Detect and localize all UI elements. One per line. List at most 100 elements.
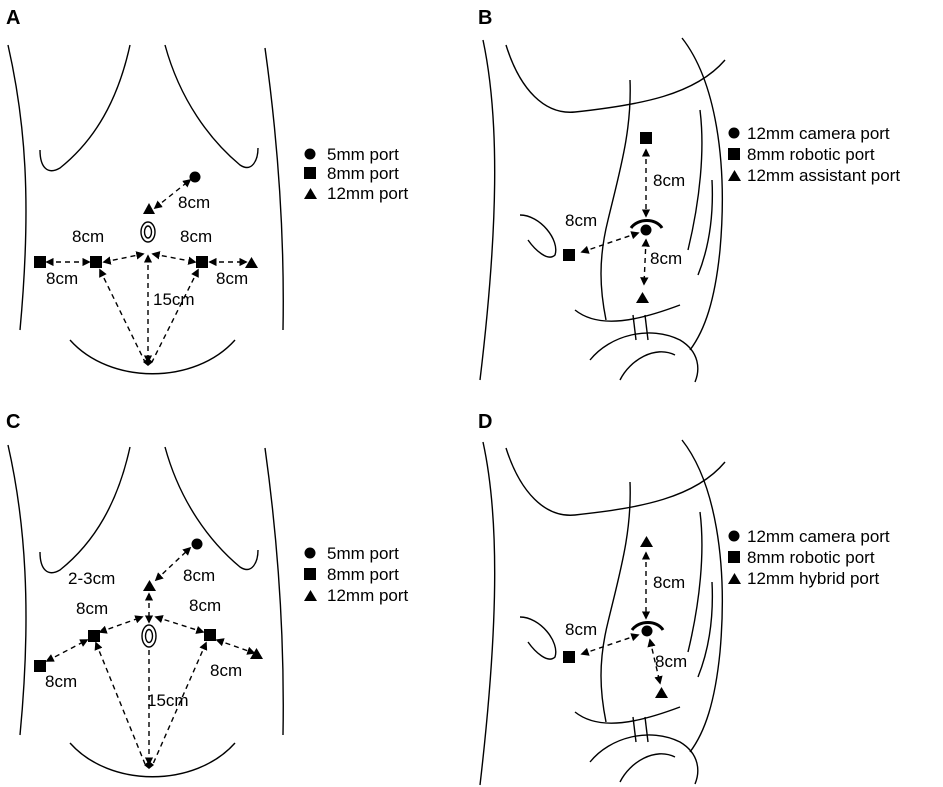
port-8mm-icon <box>204 629 216 641</box>
connector-c-3 <box>100 617 142 632</box>
umbilicus-inner-c <box>146 630 153 643</box>
distance-label: 8cm <box>180 227 212 246</box>
leg-line-d <box>620 754 675 782</box>
port-8mm-icon <box>196 256 208 268</box>
distance-label: 8cm <box>216 269 248 288</box>
distance-label: 8cm <box>650 249 682 268</box>
back-line-d <box>682 440 722 752</box>
legend-square-icon <box>728 551 740 563</box>
legend-circle-icon <box>305 548 316 559</box>
legend-triangle-icon <box>304 188 317 199</box>
legend-label: 8mm port <box>327 565 399 584</box>
robotic-port-icon <box>640 132 652 144</box>
connector-a-3 <box>104 254 143 262</box>
distance-label: 8cm <box>183 566 215 585</box>
port-12mm-icon <box>143 203 155 214</box>
rib-margin-a <box>40 45 130 171</box>
legend-a: 5mm port 8mm port 12mm port <box>304 145 409 203</box>
distance-label: 8cm <box>178 193 210 212</box>
rib-margin-c-right <box>165 447 258 569</box>
cord-d-2 <box>645 717 648 742</box>
pubic-line-c <box>70 743 235 777</box>
legend-c: 5mm port 8mm port 12mm port <box>304 544 409 605</box>
legend-label: 12mm hybrid port <box>747 569 880 588</box>
distance-label: 8cm <box>653 573 685 592</box>
legend-label: 12mm port <box>327 586 409 605</box>
rib-line-b-1 <box>601 80 630 320</box>
legend-label: 8mm robotic port <box>747 548 875 567</box>
port-5mm-icon <box>190 172 201 183</box>
torso-outline-c <box>8 445 26 735</box>
connector-a-7 <box>100 270 145 362</box>
camera-port-icon <box>641 225 652 236</box>
distance-label: 15cm <box>147 691 189 710</box>
hip-crest-b <box>520 215 556 257</box>
robotic-port-icon <box>563 651 575 663</box>
body-outline-b <box>480 40 495 380</box>
pubis-point-c <box>144 761 154 769</box>
legend-label: 8mm port <box>327 164 399 183</box>
leg-line-b <box>620 352 675 380</box>
distance-label: 8cm <box>76 599 108 618</box>
distance-label: 8cm <box>46 269 78 288</box>
port-5mm-icon <box>192 539 203 550</box>
legend-label: 12mm assistant port <box>747 166 900 185</box>
pubic-line-a <box>70 340 235 374</box>
rib-line-b-2 <box>688 110 702 250</box>
torso-outline-a-right <box>265 48 283 330</box>
body-outline-d <box>480 442 495 785</box>
distance-label: 15cm <box>153 290 195 309</box>
port-12mm-icon <box>250 648 263 659</box>
rib-margin-c <box>40 447 130 573</box>
distance-label: 8cm <box>565 620 597 639</box>
legend-label: 12mm camera port <box>747 124 890 143</box>
panel-b: B 8cm 8cm 8cm 12mm camera port <box>478 7 900 382</box>
legend-label: 12mm camera port <box>747 527 890 546</box>
legend-circle-icon <box>729 128 740 139</box>
connector-a-4 <box>153 254 195 262</box>
connector-a-8 <box>152 270 198 362</box>
rib-line-d-3 <box>698 582 712 677</box>
rib-line-d-2 <box>688 512 702 652</box>
legend-triangle-icon <box>728 573 741 584</box>
chest-line-d <box>506 448 725 515</box>
inguinal-line-d <box>575 707 680 723</box>
legend-d: 12mm camera port 8mm robotic port 12mm h… <box>728 527 890 588</box>
port-12mm-icon <box>143 580 156 591</box>
panel-letter-b: B <box>478 7 492 29</box>
hip-crest-d <box>520 617 556 659</box>
pubis-point-a <box>143 358 153 366</box>
connector-b-2 <box>582 233 638 252</box>
legend-circle-icon <box>305 149 316 160</box>
legend-label: 12mm port <box>327 184 409 203</box>
panel-c: C 2-3cm 8cm 8cm 8cm 8cm 8cm 15cm <box>6 411 409 777</box>
distance-label: 8cm <box>655 652 687 671</box>
rib-line-d-1 <box>601 482 630 722</box>
panel-a: A 8cm 8cm 8cm 8cm 8cm 15cm <box>6 7 409 374</box>
legend-triangle-icon <box>728 170 741 181</box>
torso-outline-c-right <box>265 448 283 735</box>
umbilicus-c <box>142 625 156 647</box>
umbilicus-inner-a <box>145 226 152 238</box>
distance-label: 8cm <box>565 211 597 230</box>
connector-b-3 <box>644 240 646 284</box>
legend-b: 12mm camera port 8mm robotic port 12mm a… <box>728 124 900 185</box>
connector-c-4 <box>156 617 203 632</box>
distance-label: 8cm <box>72 227 104 246</box>
chest-line-b <box>506 45 725 112</box>
connector-c-8 <box>96 643 145 764</box>
legend-label: 5mm port <box>327 145 399 164</box>
inguinal-line-b <box>575 305 680 321</box>
distance-label: 8cm <box>189 596 221 615</box>
robotic-port-icon <box>563 249 575 261</box>
assistant-port-icon <box>636 292 649 303</box>
distance-label: 8cm <box>45 672 77 691</box>
legend-square-icon <box>728 148 740 160</box>
torso-outline-a <box>8 45 26 330</box>
camera-port-icon <box>642 626 653 637</box>
back-line-b <box>682 38 722 350</box>
hybrid-port-icon <box>655 687 668 698</box>
rib-margin-a-right <box>165 45 258 167</box>
thigh-line-b <box>590 333 698 382</box>
